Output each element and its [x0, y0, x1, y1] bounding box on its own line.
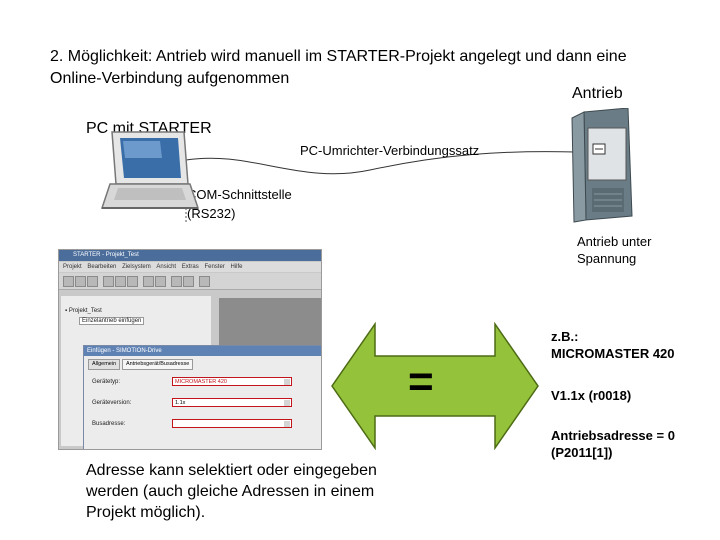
- toolbar-save-icon[interactable]: [87, 276, 98, 287]
- bus-address-select[interactable]: [172, 419, 292, 428]
- power-label: Antrieb unter Spannung: [577, 233, 651, 267]
- drive-icon: [568, 108, 638, 228]
- field-label-device-type: Gerätetyp:: [92, 379, 120, 385]
- chevron-down-icon: [284, 379, 290, 385]
- toolbar-download-icon[interactable]: [171, 276, 182, 287]
- tree-root-node[interactable]: ▪ Projekt_Test: [65, 308, 102, 314]
- menu-item[interactable]: Projekt: [63, 264, 82, 270]
- screenshot-titlebar: STARTER - Projekt_Test: [59, 250, 321, 261]
- menu-item[interactable]: Extras: [182, 264, 199, 270]
- toolbar-help-icon[interactable]: [199, 276, 210, 287]
- toolbar-offline-icon[interactable]: [155, 276, 166, 287]
- screenshot-toolbar: [59, 273, 321, 290]
- menu-item[interactable]: Hilfe: [230, 264, 242, 270]
- chevron-down-icon: [284, 421, 290, 427]
- com-interface-label: COM-Schnittstelle (RS232): [187, 185, 292, 223]
- folder-icon: ▪: [65, 308, 67, 314]
- laptop-icon: [100, 128, 200, 216]
- tab-general[interactable]: Allgemein: [88, 359, 120, 370]
- toolbar-open-icon[interactable]: [75, 276, 86, 287]
- double-arrow-icon: [330, 322, 540, 450]
- menu-item[interactable]: Ansicht: [156, 264, 176, 270]
- toolbar-upload-icon[interactable]: [183, 276, 194, 287]
- menu-item[interactable]: Bearbeiten: [87, 264, 116, 270]
- toolbar-online-icon[interactable]: [143, 276, 154, 287]
- tab-drive-bus-address[interactable]: Antriebsgerät/Busadresse: [122, 359, 193, 370]
- starter-screenshot: STARTER - Projekt_Test Projekt Bearbeite…: [58, 249, 322, 450]
- menu-item[interactable]: Fenster: [204, 264, 224, 270]
- toolbar-copy-icon[interactable]: [115, 276, 126, 287]
- field-label-device-version: Geräteversion:: [92, 400, 131, 406]
- chevron-down-icon: [284, 400, 290, 406]
- toolbar-paste-icon[interactable]: [127, 276, 138, 287]
- cable-label: PC-Umrichter-Verbindungssatz: [300, 143, 479, 158]
- insert-drive-dialog: Einfügen - SIMOTION-Drive Allgemein Antr…: [83, 345, 322, 450]
- menu-item[interactable]: Zielsystem: [122, 264, 151, 270]
- drive-address-info: Antriebsadresse = 0 (P2011[1]): [551, 427, 675, 461]
- tree-insert-drive-node[interactable]: Einzelantrieb einfügen: [79, 317, 144, 325]
- drive-version-info: V1.1x (r0018): [551, 387, 631, 404]
- address-note: Adresse kann selektiert oder eingegeben …: [86, 460, 426, 523]
- toolbar-new-icon[interactable]: [63, 276, 74, 287]
- device-version-select[interactable]: 1.1x: [172, 398, 292, 407]
- screenshot-menubar: Projekt Bearbeiten Zielsystem Ansicht Ex…: [59, 262, 321, 272]
- field-label-bus-address: Busadresse:: [92, 421, 125, 427]
- equals-sign: =: [408, 360, 434, 404]
- device-type-select[interactable]: MICROMASTER 420: [172, 377, 292, 386]
- toolbar-cut-icon[interactable]: [103, 276, 114, 287]
- dialog-title: Einfügen - SIMOTION-Drive: [84, 346, 322, 356]
- drive-model-info: z.B.: MICROMASTER 420: [551, 328, 675, 362]
